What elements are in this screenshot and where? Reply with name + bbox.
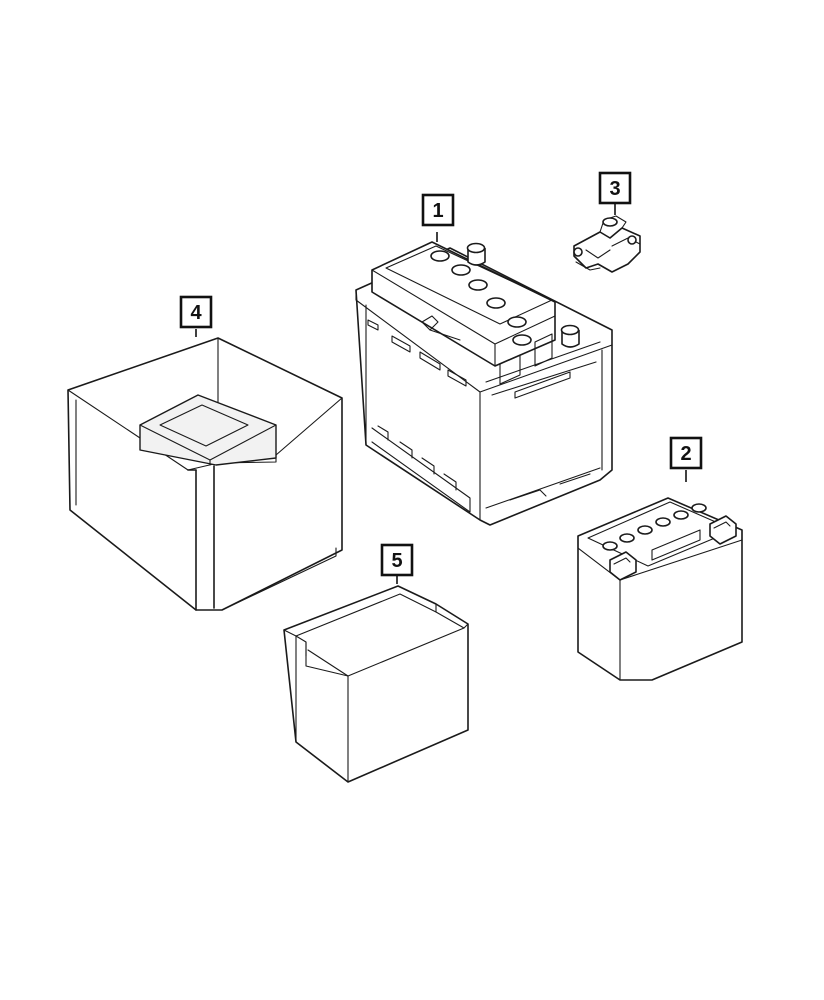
callout-4-label: 4: [190, 302, 202, 324]
callout-1: 1: [421, 193, 455, 227]
battery-sensor: [573, 200, 641, 273]
callout-2: 2: [669, 436, 703, 470]
callout-5-label: 5: [391, 550, 402, 572]
main-battery: [355, 232, 613, 526]
battery-thermal-wrap-large: [67, 337, 343, 611]
battery-thermal-wrap-small: [283, 575, 469, 783]
callout-3-label: 3: [609, 178, 620, 200]
callout-1-label: 1: [432, 200, 443, 222]
callout-2-label: 2: [680, 443, 691, 465]
callout-3: 3: [598, 171, 632, 205]
callout-4: 4: [179, 295, 213, 337]
auxiliary-battery: [577, 470, 743, 681]
callout-5: 5: [380, 543, 414, 577]
